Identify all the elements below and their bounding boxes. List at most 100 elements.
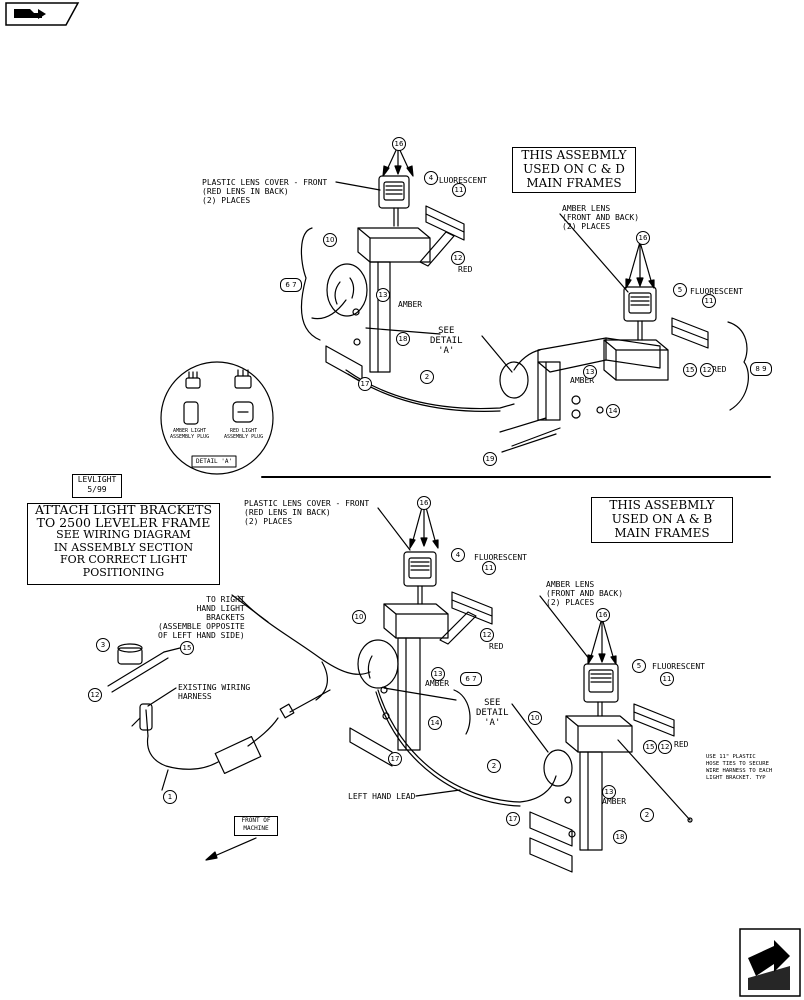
attach-line-6: POSITIONING	[82, 565, 165, 579]
callout-5-bottom: 5	[632, 659, 646, 673]
amber-plug-line-2: ASSEMBLY PLUG	[170, 434, 210, 440]
bottom-assembly-note-box: THIS ASSEBMLY USED ON A & B MAIN FRAMES	[591, 497, 733, 543]
amber-plug-line-1: AMBER LIGHT	[173, 428, 207, 434]
bottom-plastic-lens-line-1: PLASTIC LENS COVER - FRONT	[244, 499, 370, 508]
callout-17-bottom: 17	[388, 752, 402, 766]
callout-14: 14	[606, 404, 620, 418]
front-of-machine-box: FRONT OF MACHINE	[234, 816, 278, 836]
to-right-line-3: BRACKETS	[206, 613, 245, 622]
previous-page-icon	[5, 2, 80, 26]
callout-10-bottom: 10	[352, 610, 366, 624]
callout-12: 12	[451, 251, 465, 265]
bottom-see-detail-line-1: SEE	[484, 698, 501, 708]
front-line-2: MACHINE	[243, 825, 269, 832]
callout-12-left: 12	[88, 688, 102, 702]
attach-line-2: TO 2500 LEVELER FRAME	[36, 514, 211, 530]
callout-11-bottom: 11	[482, 561, 496, 575]
top-plastic-lens-line-2: (RED LENS IN BACK)	[202, 187, 289, 196]
bottom-see-detail-line-3: 'A'	[484, 718, 501, 728]
callout-6-7: 6 7	[280, 278, 302, 292]
top-plastic-lens-line-1: PLASTIC LENS COVER - FRONT	[202, 178, 328, 187]
bottom-left-light-bracket	[349, 499, 493, 767]
callout-10: 10	[323, 233, 337, 247]
bottom-assembly-line-3: MAIN FRAMES	[614, 526, 710, 540]
next-page-button[interactable]	[738, 927, 802, 998]
bottom-fluorescent-right-label: FLUORESCENT	[652, 662, 705, 671]
attach-line-1: ATTACH LIGHT BRACKETS	[34, 502, 213, 517]
bottom-amber-lens-line-3: (2) PLACES	[546, 598, 595, 607]
to-right-line-1: TO RIGHT	[206, 595, 245, 604]
callout-16-right: 16	[636, 231, 650, 245]
top-see-detail-line-2: DETAIL	[430, 336, 463, 346]
bottom-plastic-lens-label: PLASTIC LENS COVER - FRONT (RED LENS IN …	[244, 499, 369, 526]
attach-instructions-box: ATTACH LIGHT BRACKETS TO 2500 LEVELER FR…	[27, 503, 220, 585]
callout-18: 18	[396, 332, 410, 346]
callout-2: 2	[420, 370, 434, 384]
levlight-line-2: 5/99	[87, 485, 107, 494]
attach-line-5: FOR CORRECT LIGHT	[59, 553, 188, 566]
attach-line-4: IN ASSEMBLY SECTION	[53, 540, 194, 554]
amber-plug-label: AMBER LIGHT ASSEMBLY PLUG	[170, 428, 209, 440]
top-see-detail-line-1: SEE	[438, 326, 455, 336]
top-amber-lens-line-1: AMBER LENS	[562, 204, 611, 213]
existing-harness-label: EXISTING WIRING HARNESS	[178, 683, 250, 701]
callout-16: 16	[392, 137, 406, 151]
callout-12-bottom-right: 12	[658, 740, 672, 754]
use-ties-line-2: HOSE TIES TO SECURE	[706, 761, 769, 767]
next-page-icon	[739, 928, 801, 997]
previous-page-button[interactable]	[4, 1, 80, 28]
top-plastic-lens-line-3: (2) PLACES	[202, 196, 251, 205]
bottom-amber-lens-line-2: (FRONT AND BACK)	[546, 589, 624, 598]
callout-3: 3	[96, 638, 110, 652]
bottom-assembly-line-1: THIS ASSEBMLY	[609, 498, 715, 512]
levlight-tag-box: LEVLIGHT 5/99	[72, 474, 122, 498]
callout-12-right: 12	[700, 363, 714, 377]
callout-13: 13	[376, 288, 390, 302]
to-right-line-5: OF LEFT HAND SIDE)	[158, 631, 245, 640]
bottom-amber-left-label: AMBER	[425, 679, 450, 688]
callout-12-bottom: 12	[480, 628, 494, 642]
to-right-line-2: HAND LIGHT	[196, 604, 245, 613]
bottom-see-detail-label: SEE DETAIL 'A'	[476, 698, 509, 728]
callout-13-bottom: 13	[431, 667, 445, 681]
top-assembly-line-1: THIS ASSEBMLY	[521, 148, 627, 162]
use-ties-line-3: WIRE HARNESS TO EACH	[706, 768, 773, 774]
callout-5: 5	[673, 283, 687, 297]
red-plug-line-1: RED LIGHT	[230, 428, 258, 434]
top-amber-left-label: AMBER	[398, 300, 423, 309]
callout-2-bottom: 2	[487, 759, 501, 773]
callout-10-bottom-right: 10	[528, 711, 542, 725]
bottom-amber-right-label: AMBER	[602, 797, 627, 806]
callout-15: 15	[683, 363, 697, 377]
callout-2-bottom-right: 2	[640, 808, 654, 822]
callout-13-right: 13	[583, 365, 597, 379]
detail-a-circle	[160, 361, 274, 475]
callout-18-bottom: 18	[613, 830, 627, 844]
bottom-amber-lens-label: AMBER LENS (FRONT AND BACK) (2) PLACES	[546, 580, 623, 607]
callout-6-7-bottom: 6 7	[460, 672, 482, 686]
callout-8-9: 8 9	[750, 362, 772, 376]
top-right-light-bracket	[499, 241, 749, 453]
to-right-line-4: (ASSEMBLE OPPOSITE	[158, 622, 245, 631]
callout-13-bottom-right: 13	[602, 785, 616, 799]
top-see-detail-label: SEE DETAIL 'A'	[430, 326, 463, 356]
amber-light-part-3	[117, 647, 143, 665]
top-amber-right-label: AMBER	[570, 376, 595, 385]
callout-15-bottom: 15	[643, 740, 657, 754]
left-hand-lead-label: LEFT HAND LEAD	[348, 792, 416, 801]
top-left-light-bracket	[300, 145, 465, 383]
top-fluorescent-right-label: FLUORESCENT	[690, 287, 743, 296]
top-assembly-note-box: THIS ASSEBMLY USED ON C & D MAIN FRAMES	[512, 147, 636, 193]
callout-15-left: 15	[180, 641, 194, 655]
top-assembly-line-3: MAIN FRAMES	[526, 176, 622, 190]
top-red-right-label: RED	[712, 365, 727, 374]
bottom-fluorescent-left-label: FLUORESCENT	[474, 553, 527, 562]
bottom-red-left-label: RED	[489, 642, 504, 651]
callout-1: 1	[163, 790, 177, 804]
callout-17-bottom-right: 17	[506, 812, 520, 826]
top-see-detail-line-3: 'A'	[438, 346, 455, 356]
callout-11-right: 11	[702, 294, 716, 308]
existing-line-1: EXISTING WIRING	[178, 683, 251, 692]
use-hose-ties-note: USE 11" PLASTIC HOSE TIES TO SECURE WIRE…	[706, 754, 772, 782]
